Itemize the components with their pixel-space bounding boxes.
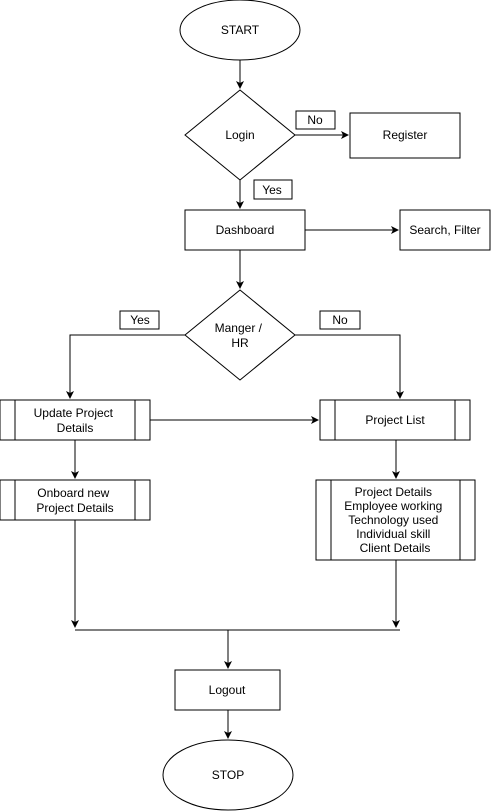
manager-no-label: No: [319, 310, 361, 330]
dashboard-node: Dashboard: [184, 209, 306, 251]
logout-node: Logout: [174, 669, 281, 711]
update-project-line: Details: [57, 421, 94, 435]
stop-label: STOP: [212, 768, 244, 782]
manager-decision: Manger / HR: [184, 289, 296, 381]
update-project-label: Update Project Details: [34, 406, 117, 435]
edge-manager-update: [66, 334, 185, 399]
start-label: START: [221, 23, 260, 37]
login-label: Login: [225, 128, 254, 142]
logout-label: Logout: [209, 683, 246, 697]
edge-manager-projectlist: [295, 334, 404, 399]
project-details-line: Technology used: [348, 513, 438, 527]
onboard-project-node: Onboard new Project Details: [0, 479, 151, 521]
login-no-label: No: [295, 110, 336, 130]
start-node: START: [179, 0, 301, 61]
project-list-label: Project List: [365, 413, 425, 427]
project-details-line: Client Details: [360, 541, 431, 555]
manager-label: Manger / HR: [215, 321, 266, 350]
onboard-project-line: Project Details: [36, 501, 113, 515]
dashboard-label: Dashboard: [216, 223, 275, 237]
manager-label-line: Manger /: [215, 321, 263, 335]
onboard-project-label: Onboard new Project Details: [36, 486, 113, 515]
project-details-label: Project Details Employee working Technol…: [344, 485, 445, 555]
login-yes-text: Yes: [262, 183, 282, 197]
update-project-line: Update Project: [34, 406, 114, 420]
login-yes-label: Yes: [253, 179, 293, 200]
search-filter-node: Search, Filter: [399, 209, 491, 251]
project-details-node: Project Details Employee working Technol…: [315, 479, 476, 561]
update-project-node: Update Project Details: [0, 399, 151, 441]
stop-node: STOP: [162, 739, 294, 811]
manager-label-line: HR: [231, 336, 249, 350]
project-details-line: Project Details: [355, 485, 432, 499]
search-filter-label: Search, Filter: [409, 223, 480, 237]
register-node: Register: [349, 112, 461, 159]
manager-yes-label: Yes: [119, 310, 160, 330]
login-decision: Login: [184, 89, 296, 181]
login-no-text: No: [307, 113, 323, 127]
register-label: Register: [383, 128, 428, 142]
project-details-line: Individual skill: [356, 527, 430, 541]
onboard-project-line: Onboard new: [37, 486, 109, 500]
manager-yes-text: Yes: [130, 313, 150, 327]
manager-no-text: No: [332, 313, 348, 327]
project-list-node: Project List: [319, 399, 471, 441]
project-details-line: Employee working: [344, 499, 442, 513]
